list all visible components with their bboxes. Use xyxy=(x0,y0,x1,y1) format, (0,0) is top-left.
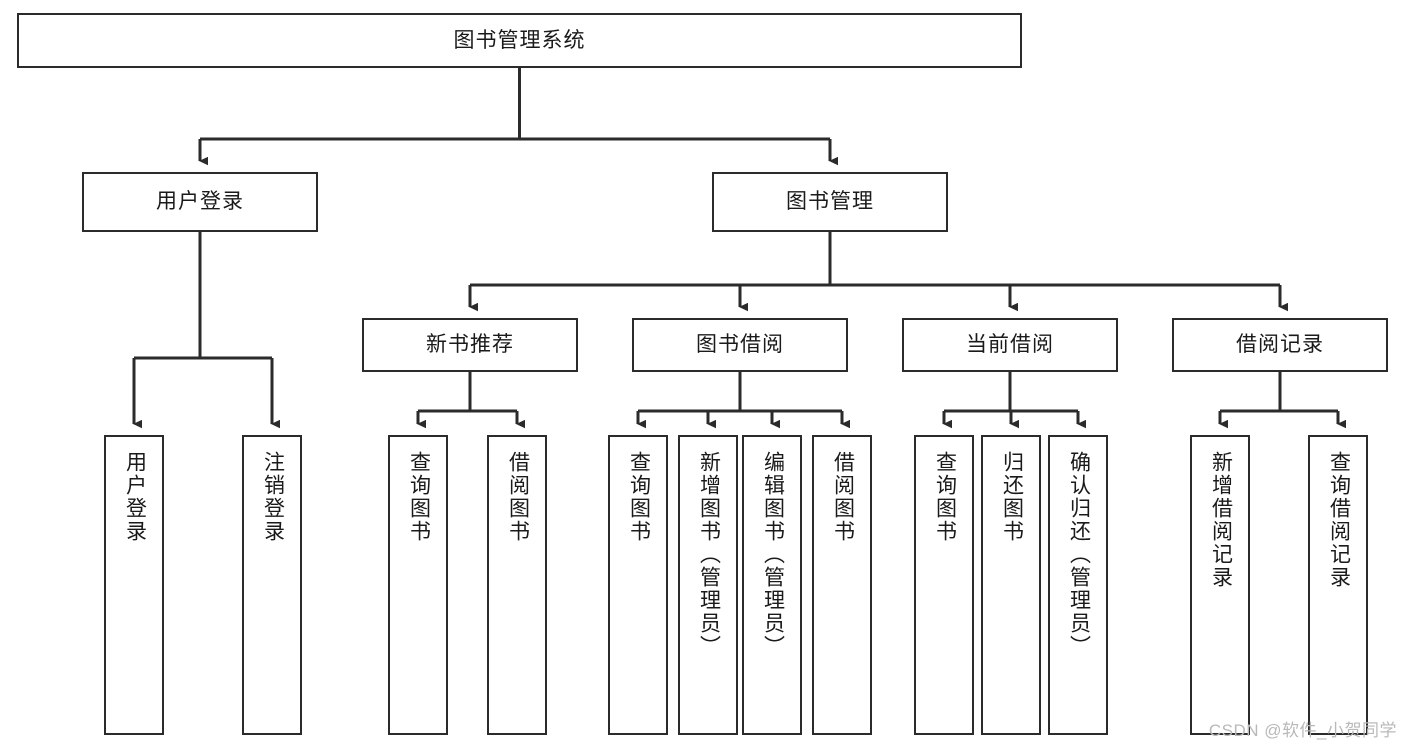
node-leaf-rec-2[interactable]: 查询借阅记录 xyxy=(1308,435,1368,735)
node-leaf-new-2[interactable]: 借阅图书 xyxy=(487,435,547,735)
node-label: 图书管理 xyxy=(786,190,874,214)
node-label: 编辑图书（管理员） xyxy=(761,451,785,658)
node-label: 确认归还（管理员） xyxy=(1067,451,1091,658)
node-label: 当前借阅 xyxy=(966,333,1054,357)
node-label: 图书管理系统 xyxy=(453,28,586,52)
node-leaf-login-2[interactable]: 注销登录 xyxy=(242,435,302,735)
node-label: 新书推荐 xyxy=(426,333,514,357)
node-label: 查询图书 xyxy=(627,451,651,543)
watermark: CSDN @软件_小贺同学 xyxy=(1208,721,1397,740)
node-leaf-rec-1[interactable]: 新增借阅记录 xyxy=(1190,435,1250,735)
node-leaf-login-1[interactable]: 用户登录 xyxy=(104,435,164,735)
node-leaf-cur-3[interactable]: 确认归还（管理员） xyxy=(1048,435,1108,735)
node-records[interactable]: 借阅记录 xyxy=(1172,318,1388,372)
node-leaf-new-1[interactable]: 查询图书 xyxy=(388,435,448,735)
node-leaf-borrow-4[interactable]: 借阅图书 xyxy=(812,435,872,735)
node-leaf-cur-2[interactable]: 归还图书 xyxy=(981,435,1041,735)
node-label: 借阅图书 xyxy=(831,451,855,543)
node-label: 查询借阅记录 xyxy=(1327,451,1351,589)
node-label: 查询图书 xyxy=(407,451,431,543)
node-leaf-borrow-2[interactable]: 新增图书（管理员） xyxy=(678,435,738,735)
node-newbooks[interactable]: 新书推荐 xyxy=(362,318,578,372)
node-login[interactable]: 用户登录 xyxy=(82,172,318,232)
node-label: 新增图书（管理员） xyxy=(697,451,721,658)
node-label: 用户登录 xyxy=(123,451,147,543)
node-current[interactable]: 当前借阅 xyxy=(902,318,1118,372)
node-label: 借阅图书 xyxy=(506,451,530,543)
node-label: 归还图书 xyxy=(1000,451,1024,543)
node-label: 查询图书 xyxy=(933,451,957,543)
node-label: 新增借阅记录 xyxy=(1209,451,1233,589)
node-borrow[interactable]: 图书借阅 xyxy=(632,318,848,372)
node-leaf-cur-1[interactable]: 查询图书 xyxy=(914,435,974,735)
node-root[interactable]: 图书管理系统 xyxy=(17,13,1022,68)
node-label: 借阅记录 xyxy=(1236,333,1324,357)
node-bookmgmt[interactable]: 图书管理 xyxy=(712,172,948,232)
node-label: 注销登录 xyxy=(261,451,285,543)
node-label: 图书借阅 xyxy=(696,333,784,357)
node-leaf-borrow-1[interactable]: 查询图书 xyxy=(608,435,668,735)
node-leaf-borrow-3[interactable]: 编辑图书（管理员） xyxy=(742,435,802,735)
node-label: 用户登录 xyxy=(156,190,244,214)
